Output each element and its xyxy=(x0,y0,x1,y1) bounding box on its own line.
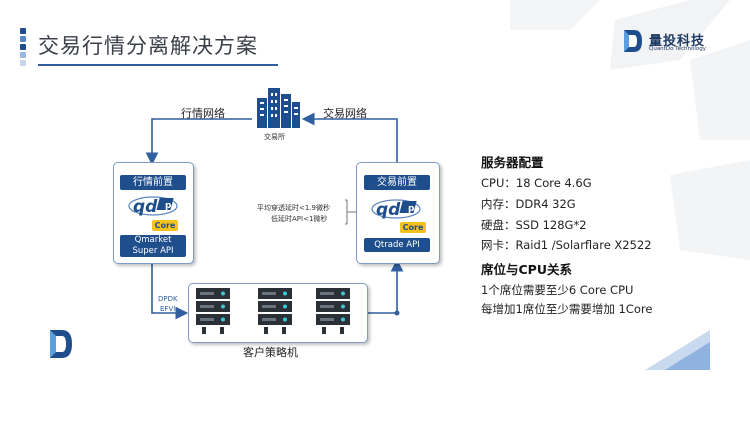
trade-core-badge: Core xyxy=(400,222,426,233)
market-api-line2: Super API xyxy=(132,246,174,256)
exchange-label: 交易所 xyxy=(264,133,285,141)
bottom-logo-icon xyxy=(50,330,72,358)
trade-network-label: 交易网络 xyxy=(323,107,367,120)
efvi-label: EFVI xyxy=(160,305,176,313)
server-config-line: 硬盘：SSD 128G*2 xyxy=(481,218,587,232)
market-core-badge: Core xyxy=(152,220,178,231)
title-underline xyxy=(38,64,278,66)
dpdk-label: DPDK xyxy=(158,295,178,303)
seat-cpu-line: 每增加1席位至少需要增加 1Core xyxy=(481,302,653,316)
company-logo-icon xyxy=(624,30,642,52)
server-config-line: 内存：DDR4 32G xyxy=(481,197,576,211)
server-rack-icons xyxy=(196,288,350,334)
market-api-line1: Qmarket xyxy=(134,235,172,245)
market-front-title: 行情前置 xyxy=(120,175,186,190)
seat-cpu-heading: 席位与CPU关系 xyxy=(481,262,572,277)
qdp-logo-icon-right: qd p xyxy=(371,199,421,220)
market-api-label: Qmarket Super API xyxy=(120,235,186,257)
qdp-logo-icon: qd p xyxy=(128,196,178,217)
server-config-line: CPU：18 Core 4.6G xyxy=(481,176,592,190)
server-config-line: 网卡：Raid1 /Solarflare X2522 xyxy=(481,238,652,252)
latency-line-1: 平均穿透延时<1.9微秒 xyxy=(257,204,330,212)
latency-line-2: 低延时API<1微秒 xyxy=(271,215,328,223)
page-title: 交易行情分离解决方案 xyxy=(38,34,258,58)
background-decoration xyxy=(510,0,750,370)
trade-api-label: Qtrade API xyxy=(364,238,430,252)
trade-front-title: 交易前置 xyxy=(364,175,430,190)
client-strategy-label: 客户策略机 xyxy=(243,346,298,359)
svg-text:p: p xyxy=(408,204,415,214)
svg-text:qd: qd xyxy=(133,197,158,217)
title-accent-bars xyxy=(20,28,28,72)
company-name-en: QuantDo Technology xyxy=(649,46,706,52)
company-name-cn: 量投科技 xyxy=(649,34,706,49)
svg-text:qd: qd xyxy=(376,200,401,220)
market-network-label: 行情网络 xyxy=(181,107,225,120)
server-config-heading: 服务器配置 xyxy=(481,155,544,170)
svg-text:p: p xyxy=(165,201,172,211)
seat-cpu-line: 1个席位需要至少6 Core CPU xyxy=(481,283,634,297)
exchange-building-icon xyxy=(257,88,300,128)
